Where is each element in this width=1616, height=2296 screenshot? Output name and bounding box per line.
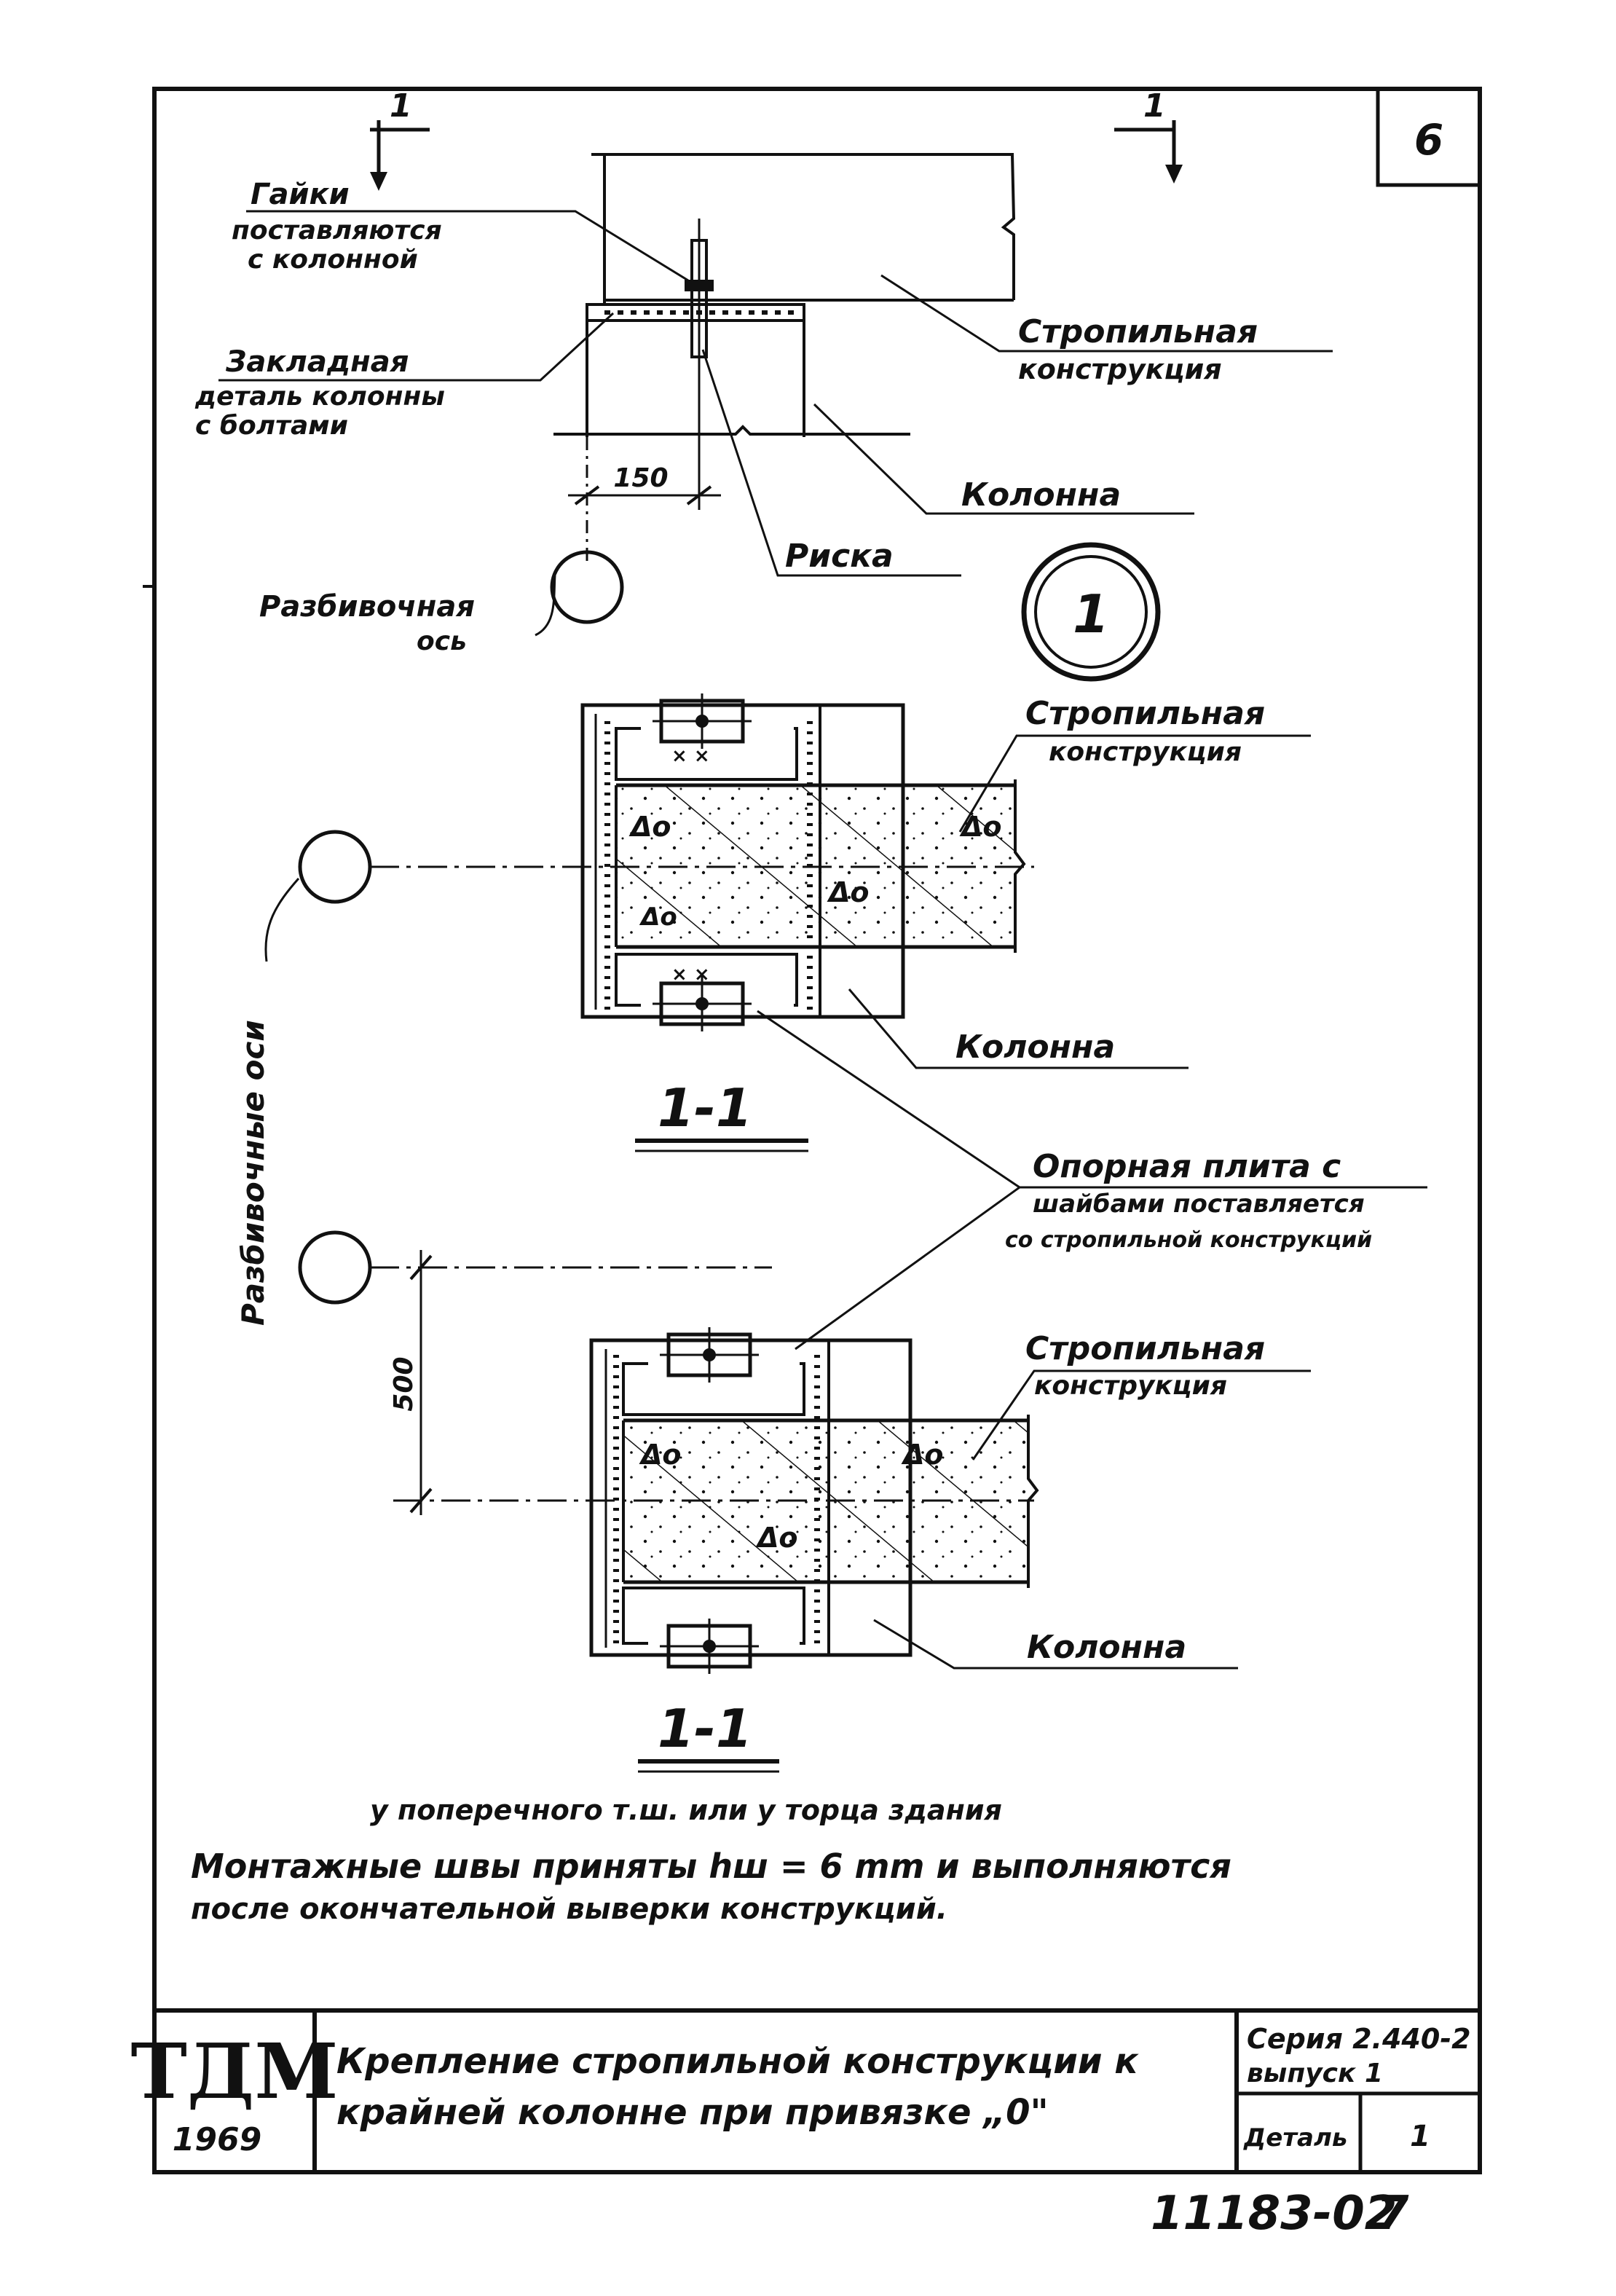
note-line-2: после окончательной выверки конструкций.	[191, 1892, 947, 1926]
dimension-500: 500	[389, 1250, 433, 1515]
svg-text:Δo: Δo	[628, 811, 671, 843]
channels-plan-2	[613, 1355, 820, 1648]
detail-label: Деталь	[1243, 2123, 1347, 2152]
section-title-2: 1-1	[638, 1698, 779, 1773]
note-line-1: Монтажные швы приняты hш = 6 mm и выполн…	[191, 1847, 1231, 1886]
plan-view-1: Δo Δo Δo Δo × × × ×	[298, 693, 1311, 1152]
svg-text:× ×: × ×	[671, 964, 710, 986]
rafter-label-plan-2: Стропильная	[1025, 1330, 1265, 1367]
year: 1969	[173, 2121, 261, 2158]
anchor-bolt	[685, 219, 714, 379]
rafter-label-elev: Стропильная	[1018, 313, 1258, 350]
rafter-structure-elevation	[591, 153, 1016, 306]
column-label-plan-1: Колонна	[955, 1029, 1115, 1066]
svg-text:Δo: Δo	[639, 903, 677, 932]
title-block: ТДМ 1969 Крепление стропильной конструкц…	[131, 2008, 1480, 2172]
rafter-label-plan-1-2: конструкция	[1049, 737, 1242, 767]
nuts-label-2: поставляются	[232, 216, 442, 245]
sheet-frame	[152, 87, 1482, 2174]
svg-text:500: 500	[389, 1356, 419, 1411]
rafter-label-plan-1: Стропильная	[1025, 695, 1265, 732]
svg-text:1: 1	[390, 87, 412, 125]
svg-text:1: 1	[1143, 87, 1166, 125]
section-marker-left: 1	[370, 87, 430, 191]
issue-label: выпуск 1	[1247, 2059, 1383, 2088]
section-marker-right: 1	[1114, 87, 1183, 184]
plate-label-2: шайбами поставляется	[1033, 1190, 1365, 1219]
axes-vertical-label: Разбивочные оси	[235, 1020, 271, 1326]
svg-text:1-1: 1-1	[658, 1698, 752, 1759]
plan-2-caption: у поперечного т.ш. или у торца здания	[370, 1794, 1002, 1826]
support-plate-bottom-1: × ×	[653, 964, 752, 1031]
plan-view-2: Δo Δo Δo 500	[298, 1230, 1311, 1826]
leaders-elevation	[218, 210, 1333, 637]
axis-circle-plan-2	[298, 1230, 372, 1305]
nuts-label-3: с колонной	[248, 245, 418, 275]
svg-text:Δo: Δo	[959, 811, 1002, 843]
svg-text:Δo: Δo	[901, 1439, 944, 1471]
rafter-label-elev-2: конструкция	[1018, 353, 1222, 385]
embed-label: Закладная	[225, 345, 409, 379]
elevation-view: 1 1	[194, 87, 1333, 682]
shared-annotations: Разбивочные оси Опорная плита с шайбами …	[235, 878, 1427, 1351]
title-line-2: крайней колонне при привязке „0"	[336, 2092, 1049, 2133]
plate-label-1: Опорная плита с	[1033, 1148, 1341, 1185]
axis-label-elev: Разбивочная	[259, 590, 475, 624]
sheet-number: 6	[1414, 115, 1443, 165]
plate-label-3: со стропильной конструкций	[1005, 1227, 1372, 1253]
detail-circle: 1	[1021, 542, 1161, 682]
svg-text:1: 1	[1073, 583, 1109, 645]
support-plate-bottom-2	[660, 1619, 759, 1674]
org-logo: ТДМ	[131, 2026, 339, 2116]
page-number: 7	[1376, 2187, 1409, 2241]
title-line-1: Крепление стропильной конструкции к	[336, 2041, 1139, 2082]
risk-mark-label: Риска	[785, 538, 894, 575]
sheet-number-box: 6	[1376, 87, 1482, 187]
nuts-label: Гайки	[251, 178, 350, 211]
column-label-elev: Колонна	[961, 476, 1121, 514]
embedded-plate	[586, 303, 805, 322]
detail-value: 1	[1410, 2120, 1430, 2153]
column-elevation	[553, 321, 910, 437]
svg-text:Δo: Δo	[827, 876, 870, 908]
embed-label-2: деталь колонны	[194, 382, 445, 412]
rafter-label-plan-2-2: конструкция	[1034, 1371, 1227, 1401]
svg-text:1-1: 1-1	[658, 1077, 752, 1139]
svg-text:× ×: × ×	[671, 745, 710, 767]
svg-text:150: 150	[613, 463, 668, 493]
axis-circle-plan-1	[298, 830, 372, 904]
column-label-plan-2: Колонна	[1027, 1629, 1186, 1666]
series-label: Серия 2.440-2	[1247, 2023, 1471, 2055]
axis-label-elev-2: ось	[417, 626, 467, 656]
document-code: 11183-02	[1151, 2187, 1397, 2241]
embed-label-3: с болтами	[195, 411, 348, 441]
svg-text:Δo: Δo	[755, 1522, 798, 1554]
dimension-150: 150	[568, 379, 721, 561]
axis-circle-elevation	[550, 550, 624, 624]
svg-text:Δo: Δo	[639, 1439, 682, 1471]
section-title-1: 1-1	[635, 1077, 808, 1152]
support-plate-top-2	[660, 1327, 759, 1383]
support-plate-top-1: × ×	[653, 693, 752, 767]
